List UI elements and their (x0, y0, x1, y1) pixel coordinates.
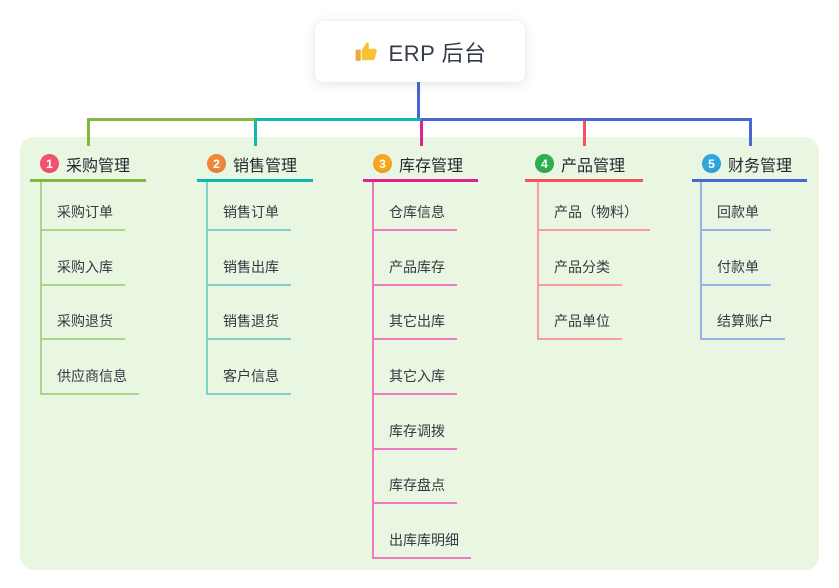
child-node-label: 产品单位 (554, 313, 610, 329)
root-node[interactable]: ERP 后台 (315, 21, 525, 82)
bus-segment-teal (255, 118, 421, 121)
child-node-仓库信息[interactable]: 仓库信息 (372, 195, 457, 231)
root-node-label: ERP 后台 (388, 40, 487, 66)
child-node-销售出库[interactable]: 销售出库 (206, 250, 291, 286)
branch-header-产品管理[interactable]: 4 产品管理 (525, 148, 643, 182)
child-node-label: 库存盘点 (389, 477, 445, 493)
branch-header-财务管理[interactable]: 5 财务管理 (692, 148, 807, 182)
branch-child-connector (700, 179, 702, 340)
child-node-label: 出库库明细 (389, 532, 459, 548)
child-node-库存盘点[interactable]: 库存盘点 (372, 468, 457, 504)
bus-segment-green (87, 118, 256, 121)
bus-segment-blue (421, 118, 752, 121)
child-node-label: 付款单 (717, 259, 759, 275)
child-node-label: 产品分类 (554, 259, 610, 275)
child-node-回款单[interactable]: 回款单 (700, 195, 771, 231)
branch-header-采购管理[interactable]: 1 采购管理 (30, 148, 146, 182)
branch-child-connector (40, 179, 42, 395)
child-node-出库库明细[interactable]: 出库库明细 (372, 523, 471, 559)
branch-title: 财务管理 (728, 157, 793, 175)
child-node-销售退货[interactable]: 销售退货 (206, 304, 291, 340)
child-node-采购退货[interactable]: 采购退货 (40, 304, 125, 340)
branch-title: 库存管理 (399, 157, 464, 175)
branches-panel (20, 137, 819, 570)
child-node-销售订单[interactable]: 销售订单 (206, 195, 291, 231)
child-node-label: 采购入库 (57, 259, 113, 275)
child-node-采购入库[interactable]: 采购入库 (40, 250, 125, 286)
child-node-label: 采购订单 (57, 204, 113, 220)
child-node-label: 库存调拨 (389, 423, 445, 439)
branch-number-badge: 3 (373, 154, 392, 173)
branch-title: 产品管理 (561, 157, 626, 175)
branch-drop-line (583, 121, 586, 146)
child-node-产品分类[interactable]: 产品分类 (537, 250, 622, 286)
branch-drop-line (254, 121, 257, 146)
branch-header-销售管理[interactable]: 2 销售管理 (197, 148, 313, 182)
branch-drop-line (749, 118, 752, 146)
child-node-客户信息[interactable]: 客户信息 (206, 359, 291, 395)
child-node-label: 其它入库 (389, 368, 445, 384)
child-node-label: 销售出库 (223, 259, 279, 275)
branch-child-connector (372, 179, 374, 559)
child-node-产品（物料）[interactable]: 产品（物料） (537, 195, 650, 231)
child-node-库存调拨[interactable]: 库存调拨 (372, 414, 457, 450)
root-connector-line (417, 82, 420, 121)
branch-number-badge: 4 (535, 154, 554, 173)
child-node-label: 采购退货 (57, 313, 113, 329)
branch-number-badge: 2 (207, 154, 226, 173)
branch-title: 销售管理 (233, 157, 298, 175)
child-node-产品库存[interactable]: 产品库存 (372, 250, 457, 286)
child-node-label: 供应商信息 (57, 368, 127, 384)
branch-number-badge: 5 (702, 154, 721, 173)
child-node-label: 仓库信息 (389, 204, 445, 220)
child-node-label: 产品（物料） (554, 204, 638, 220)
branch-drop-line (87, 118, 90, 146)
branch-title: 采购管理 (66, 157, 131, 175)
child-node-label: 客户信息 (223, 368, 279, 384)
child-node-采购订单[interactable]: 采购订单 (40, 195, 125, 231)
child-node-结算账户[interactable]: 结算账户 (700, 304, 785, 340)
child-node-label: 销售订单 (223, 204, 279, 220)
child-node-其它出库[interactable]: 其它出库 (372, 304, 457, 340)
child-node-其它入库[interactable]: 其它入库 (372, 359, 457, 395)
branch-drop-line (420, 121, 423, 146)
child-node-供应商信息[interactable]: 供应商信息 (40, 359, 139, 395)
child-node-label: 结算账户 (717, 313, 773, 329)
branch-number-badge: 1 (40, 154, 59, 173)
child-node-产品单位[interactable]: 产品单位 (537, 304, 622, 340)
branch-child-connector (537, 179, 539, 340)
child-node-label: 产品库存 (389, 259, 445, 275)
child-node-label: 回款单 (717, 204, 759, 220)
thumbs-up-icon (354, 39, 379, 64)
child-node-label: 销售退货 (223, 313, 279, 329)
branch-child-connector (206, 179, 208, 395)
branch-header-库存管理[interactable]: 3 库存管理 (363, 148, 478, 182)
child-node-label: 其它出库 (389, 313, 445, 329)
child-node-付款单[interactable]: 付款单 (700, 250, 771, 286)
